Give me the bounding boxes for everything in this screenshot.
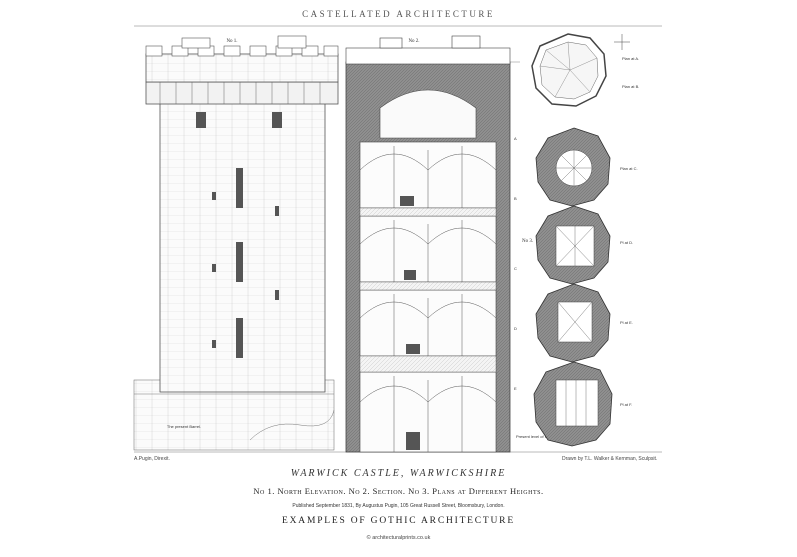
label-no2: No 2. [408,39,419,44]
label-no1: No 1. [226,39,237,44]
series-title: EXAMPLES OF GOTHIC ARCHITECTURE [282,516,515,526]
svg-text:B: B [514,196,517,201]
credit-left: A.Pugin, Direxit. [134,456,170,462]
section-drawing: No 2. Present level of Inner Court. A B C… [345,35,566,453]
plans-drawing: No 3. Plan at A. Plan at B. [522,33,639,447]
compass-icon [614,34,630,50]
svg-text:Plan at C.: Plan at C. [620,166,638,171]
publication-line: Published September 1831, By Augustus Pu… [292,503,505,509]
credit-right: Drawn by T.L. Walker & Kernman, Sculpsit… [562,456,658,462]
svg-text:Plan at A.: Plan at A. [622,56,639,61]
plan-a: Plan at A. Plan at B. [531,33,639,107]
main-title: WARWICK CASTLE, WARWICKSHIRE [290,468,507,479]
plan-e: Pl at E. [535,283,633,363]
plan-d: Pl at D. [535,205,633,285]
plan-f: Pl at F. [533,361,632,447]
label-no3: No 3. [522,239,533,244]
subtitle: No 1. North Elevation. No 2. Section. No… [253,486,544,496]
svg-text:A: A [514,136,517,141]
website-credit: © architecturalprints.co.uk [366,535,431,541]
header-title: CASTELLATED ARCHITECTURE [302,9,495,19]
svg-text:Pl at D.: Pl at D. [620,240,633,245]
svg-text:C: C [514,266,517,271]
svg-text:Pl at F.: Pl at F. [620,402,632,407]
north-elevation-drawing: No 1. The present Barrel. [133,35,339,451]
svg-text:D: D [514,326,517,331]
annotation-present-level: Present level of Inner Court. [516,434,566,439]
plan-c: Plan at C. [535,127,638,207]
svg-text:Plan at B.: Plan at B. [622,84,639,89]
svg-text:Pl at E.: Pl at E. [620,320,633,325]
annotation-present-barrel: The present Barrel. [167,424,201,429]
svg-text:E: E [514,386,517,391]
